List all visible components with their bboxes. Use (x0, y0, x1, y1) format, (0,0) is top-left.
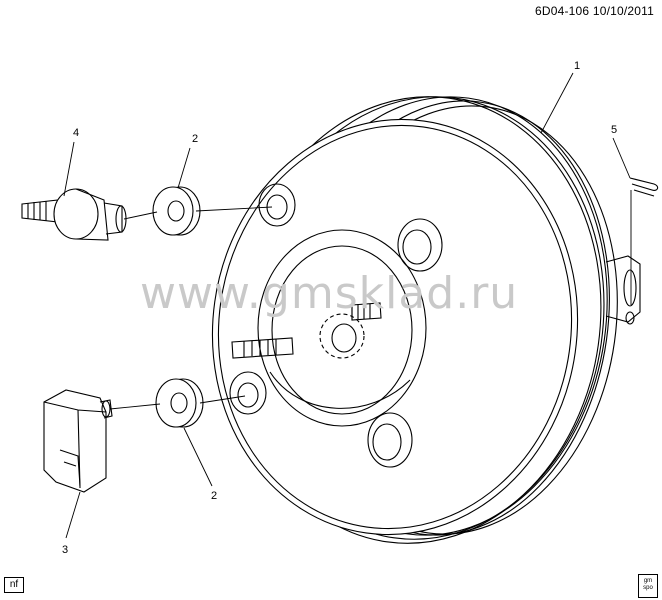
diagram-code: 6D04-106 (534, 4, 590, 18)
callout-1: 1 (574, 60, 580, 72)
callout-3: 3 (62, 544, 68, 556)
clip (629, 177, 659, 197)
callout-4: 4 (73, 127, 79, 139)
leader-lines (63, 72, 632, 539)
brake-booster (211, 96, 641, 544)
nf-tag: nf (4, 577, 24, 593)
diagram-header: 6D04-106 10/10/2011 (535, 4, 654, 18)
logo-line-2: spo (643, 585, 653, 591)
vacuum-sensor (43, 389, 113, 493)
washer-bottom (155, 378, 204, 428)
gm-logo: gm spo (638, 574, 658, 598)
callout-2-top: 2 (192, 133, 198, 145)
washer-top (152, 186, 201, 236)
callout-5: 5 (611, 124, 617, 136)
callout-2-bottom: 2 (211, 490, 217, 502)
check-valve (21, 188, 127, 241)
diagram-date: 10/10/2011 (592, 4, 654, 18)
logo-line-1: gm (643, 578, 653, 584)
watermark-text: www.gmsklad.ru (140, 268, 518, 319)
